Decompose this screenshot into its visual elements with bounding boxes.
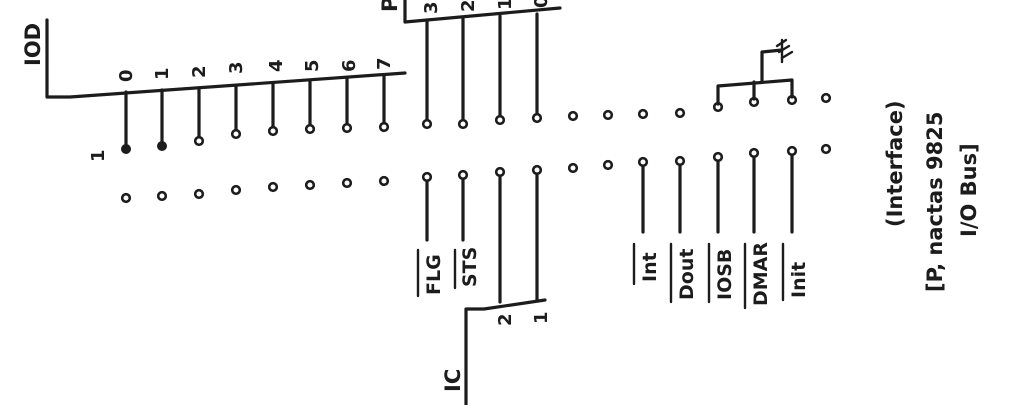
iod-bus: IOD 0 1 2 3 4 5 6 7 (21, 18, 407, 148)
p-bit-label: 1 (495, 0, 516, 10)
iod-bit-label: 5 (302, 59, 323, 72)
note-title: (Interface) (883, 100, 907, 227)
annotation: (Interface) [P, nactas 9825 I/O Bus] (883, 100, 981, 292)
pin-row-lower (120, 143, 832, 204)
ic-bus: IC 2 1 (441, 172, 552, 405)
p-bit-label: 2 (458, 0, 479, 12)
signal-label-int: Int (639, 252, 661, 282)
p-bus-label: P (378, 0, 402, 12)
iod-bit-label: 6 (339, 59, 360, 72)
iod-bit-label: 7 (374, 57, 395, 70)
signal-label-dout: Dout (676, 249, 698, 300)
signal-label-iosb: IOSB (714, 249, 736, 300)
p-bit-label: 3 (421, 1, 442, 14)
iod-bit-label: 3 (226, 61, 247, 74)
iod-bit-label: 4 (266, 59, 287, 72)
ic-bus-label: IC (441, 369, 465, 392)
ground-icon (775, 38, 794, 64)
ic-bit-label: 1 (531, 311, 552, 324)
iod-bit-label: 2 (189, 65, 210, 78)
signal-leads (425, 153, 794, 242)
signal-label-init: Init (788, 262, 810, 298)
ground-network (716, 38, 794, 106)
signal-label-dmar: DMAR (750, 242, 772, 306)
signal-label-sts: STS (459, 247, 481, 287)
note-line-1: [P, nactas 9825 (923, 112, 947, 292)
pin-one-label: 1 (88, 149, 109, 162)
signal-label-flg: FLG (423, 254, 445, 295)
note-line-2: I/O Bus] (957, 143, 981, 237)
ic-bit-label: 2 (495, 313, 516, 326)
iod-bit-label: 1 (152, 67, 173, 80)
iod-bit-label: 0 (116, 69, 137, 82)
signal-labels: FLG STS Int Dout IOSB DMAR Init (416, 242, 810, 310)
iod-bus-label: IOD (21, 23, 45, 66)
pin-row-upper: 1 (88, 92, 832, 162)
p-bus: P 3 2 1 0 (378, 0, 562, 125)
p-bit-label: 0 (531, 0, 552, 8)
